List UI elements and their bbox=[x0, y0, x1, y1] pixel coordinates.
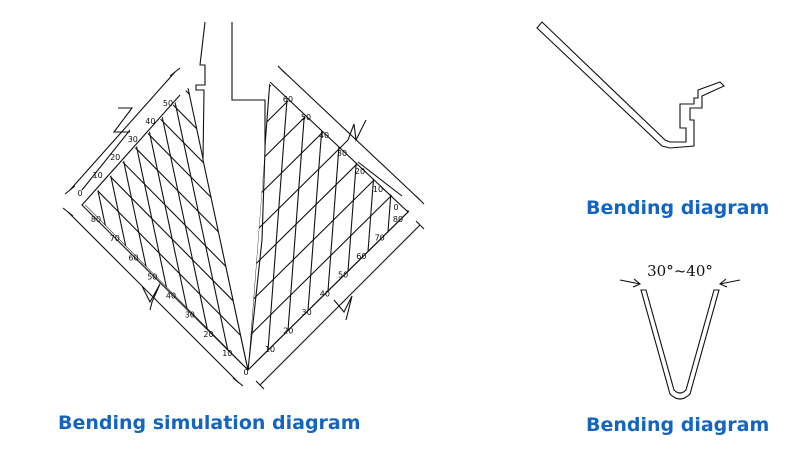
dim-tick bbox=[255, 380, 265, 390]
scale-label-lower-left: 70 bbox=[110, 234, 120, 243]
grid-line bbox=[272, 0, 464, 51]
grid-line bbox=[85, 88, 212, 199]
scale-label-upper-left: 10 bbox=[93, 171, 103, 180]
bending-profile-top bbox=[536, 21, 725, 149]
right-grid-lines bbox=[248, 0, 464, 370]
left-grid-border bbox=[81, 94, 249, 371]
scale-label-lower-left: 60 bbox=[128, 253, 138, 262]
angle-arrow-left bbox=[619, 279, 641, 285]
scale-label-lower-right: 40 bbox=[320, 289, 330, 298]
dim-line-upper-right bbox=[281, 69, 421, 201]
grid-line bbox=[266, 80, 410, 123]
grid-line bbox=[0, 0, 182, 60]
grid-line bbox=[252, 109, 410, 300]
dim-tick bbox=[64, 185, 76, 195]
caption-bending-bottom: Bending diagram bbox=[586, 414, 770, 436]
grid-line bbox=[327, 80, 353, 292]
scale-label-lower-left: 50 bbox=[147, 272, 157, 281]
angle-arrow-right bbox=[719, 279, 741, 285]
dim-line-lower-right bbox=[259, 224, 421, 386]
scale-label-upper-right: 20 bbox=[355, 167, 365, 176]
grid-line bbox=[85, 88, 190, 95]
grid-line bbox=[287, 80, 313, 331]
grid-line bbox=[85, 137, 242, 336]
scale-label-upper-left: 50 bbox=[163, 99, 173, 108]
caption-simulation: Bending simulation diagram bbox=[58, 412, 361, 434]
grid-line bbox=[161, 88, 229, 350]
break-mark-right-bottom bbox=[333, 295, 353, 321]
grid-line bbox=[140, 88, 208, 329]
scale-label-lower-right: 80 bbox=[393, 215, 403, 224]
scale-label-lower-right: 20 bbox=[283, 326, 293, 335]
grid-line bbox=[407, 80, 410, 213]
scale-label-upper-right: 40 bbox=[319, 131, 329, 140]
grid-line bbox=[367, 80, 393, 252]
scale-label-upper-right: 0 bbox=[393, 203, 398, 212]
grid-line bbox=[85, 88, 227, 267]
scale-label-lower-left: 10 bbox=[222, 349, 232, 358]
scale-label-lower-right: 70 bbox=[375, 234, 385, 243]
grid-line bbox=[85, 102, 234, 302]
scale-label-upper-left: 40 bbox=[145, 117, 155, 126]
scale-labels: 50 40 30 20 10 0 80 70 60 50 40 30 20 10 0 60 50 40 30 20 10… bbox=[77, 95, 403, 377]
leader-line bbox=[357, 161, 403, 197]
grid-line bbox=[250, 144, 410, 335]
punch-outline bbox=[195, 21, 266, 371]
scale-label-upper-left: 20 bbox=[110, 153, 120, 162]
grid-line bbox=[85, 88, 147, 267]
caption-bending-top: Bending diagram bbox=[586, 197, 770, 219]
break-mark-right-top bbox=[337, 119, 367, 151]
grid-line bbox=[85, 88, 106, 226]
angle-arrowhead-left bbox=[632, 278, 642, 288]
grid-line bbox=[85, 88, 86, 206]
scale-label-lower-right: 60 bbox=[356, 252, 366, 261]
scale-label-upper-right: 10 bbox=[373, 185, 383, 194]
dim-tick bbox=[232, 377, 244, 387]
dim-tick bbox=[62, 207, 74, 217]
grid-line bbox=[267, 80, 293, 351]
scale-label-lower-right: 30 bbox=[302, 308, 312, 317]
scale-label-lower-right: 50 bbox=[338, 271, 348, 280]
dim-tick bbox=[415, 220, 425, 230]
scale-label-lower-left: 30 bbox=[185, 311, 195, 320]
grid-line bbox=[85, 88, 205, 164]
scale-label-lower-left: 0 bbox=[243, 368, 248, 377]
scale-label-upper-right: 50 bbox=[301, 113, 311, 122]
grid-line bbox=[120, 88, 188, 309]
grid-line bbox=[307, 80, 333, 311]
scale-label-upper-left: 0 bbox=[77, 189, 82, 198]
scale-label-upper-right: 30 bbox=[337, 149, 347, 158]
scale-label-lower-left: 40 bbox=[166, 292, 176, 301]
angle-label: 30°~40° bbox=[647, 262, 713, 280]
break-mark-left-bottom bbox=[141, 283, 161, 311]
break-mark-left-top bbox=[112, 107, 134, 133]
dim-tick bbox=[277, 65, 287, 75]
dim-tick bbox=[169, 67, 181, 77]
left-grid-lines bbox=[0, 0, 248, 370]
scale-label-upper-right: 60 bbox=[283, 95, 293, 104]
dim-line-upper-left bbox=[69, 71, 176, 191]
leader-line bbox=[81, 129, 131, 191]
dim-tick bbox=[415, 195, 425, 205]
scale-label-lower-left: 80 bbox=[91, 215, 101, 224]
scale-label-lower-left: 20 bbox=[203, 330, 213, 339]
bending-simulation bbox=[0, 0, 464, 390]
scale-label-lower-right: 10 bbox=[265, 345, 275, 354]
grid-line bbox=[248, 80, 273, 370]
angle-arrowhead-right bbox=[718, 278, 728, 288]
bending-profile-v bbox=[619, 278, 741, 400]
grid-line bbox=[255, 80, 410, 265]
right-grid-border bbox=[247, 81, 409, 371]
grid-line bbox=[269, 80, 410, 87]
grid-line bbox=[263, 80, 410, 158]
scale-label-upper-left: 30 bbox=[128, 135, 138, 144]
